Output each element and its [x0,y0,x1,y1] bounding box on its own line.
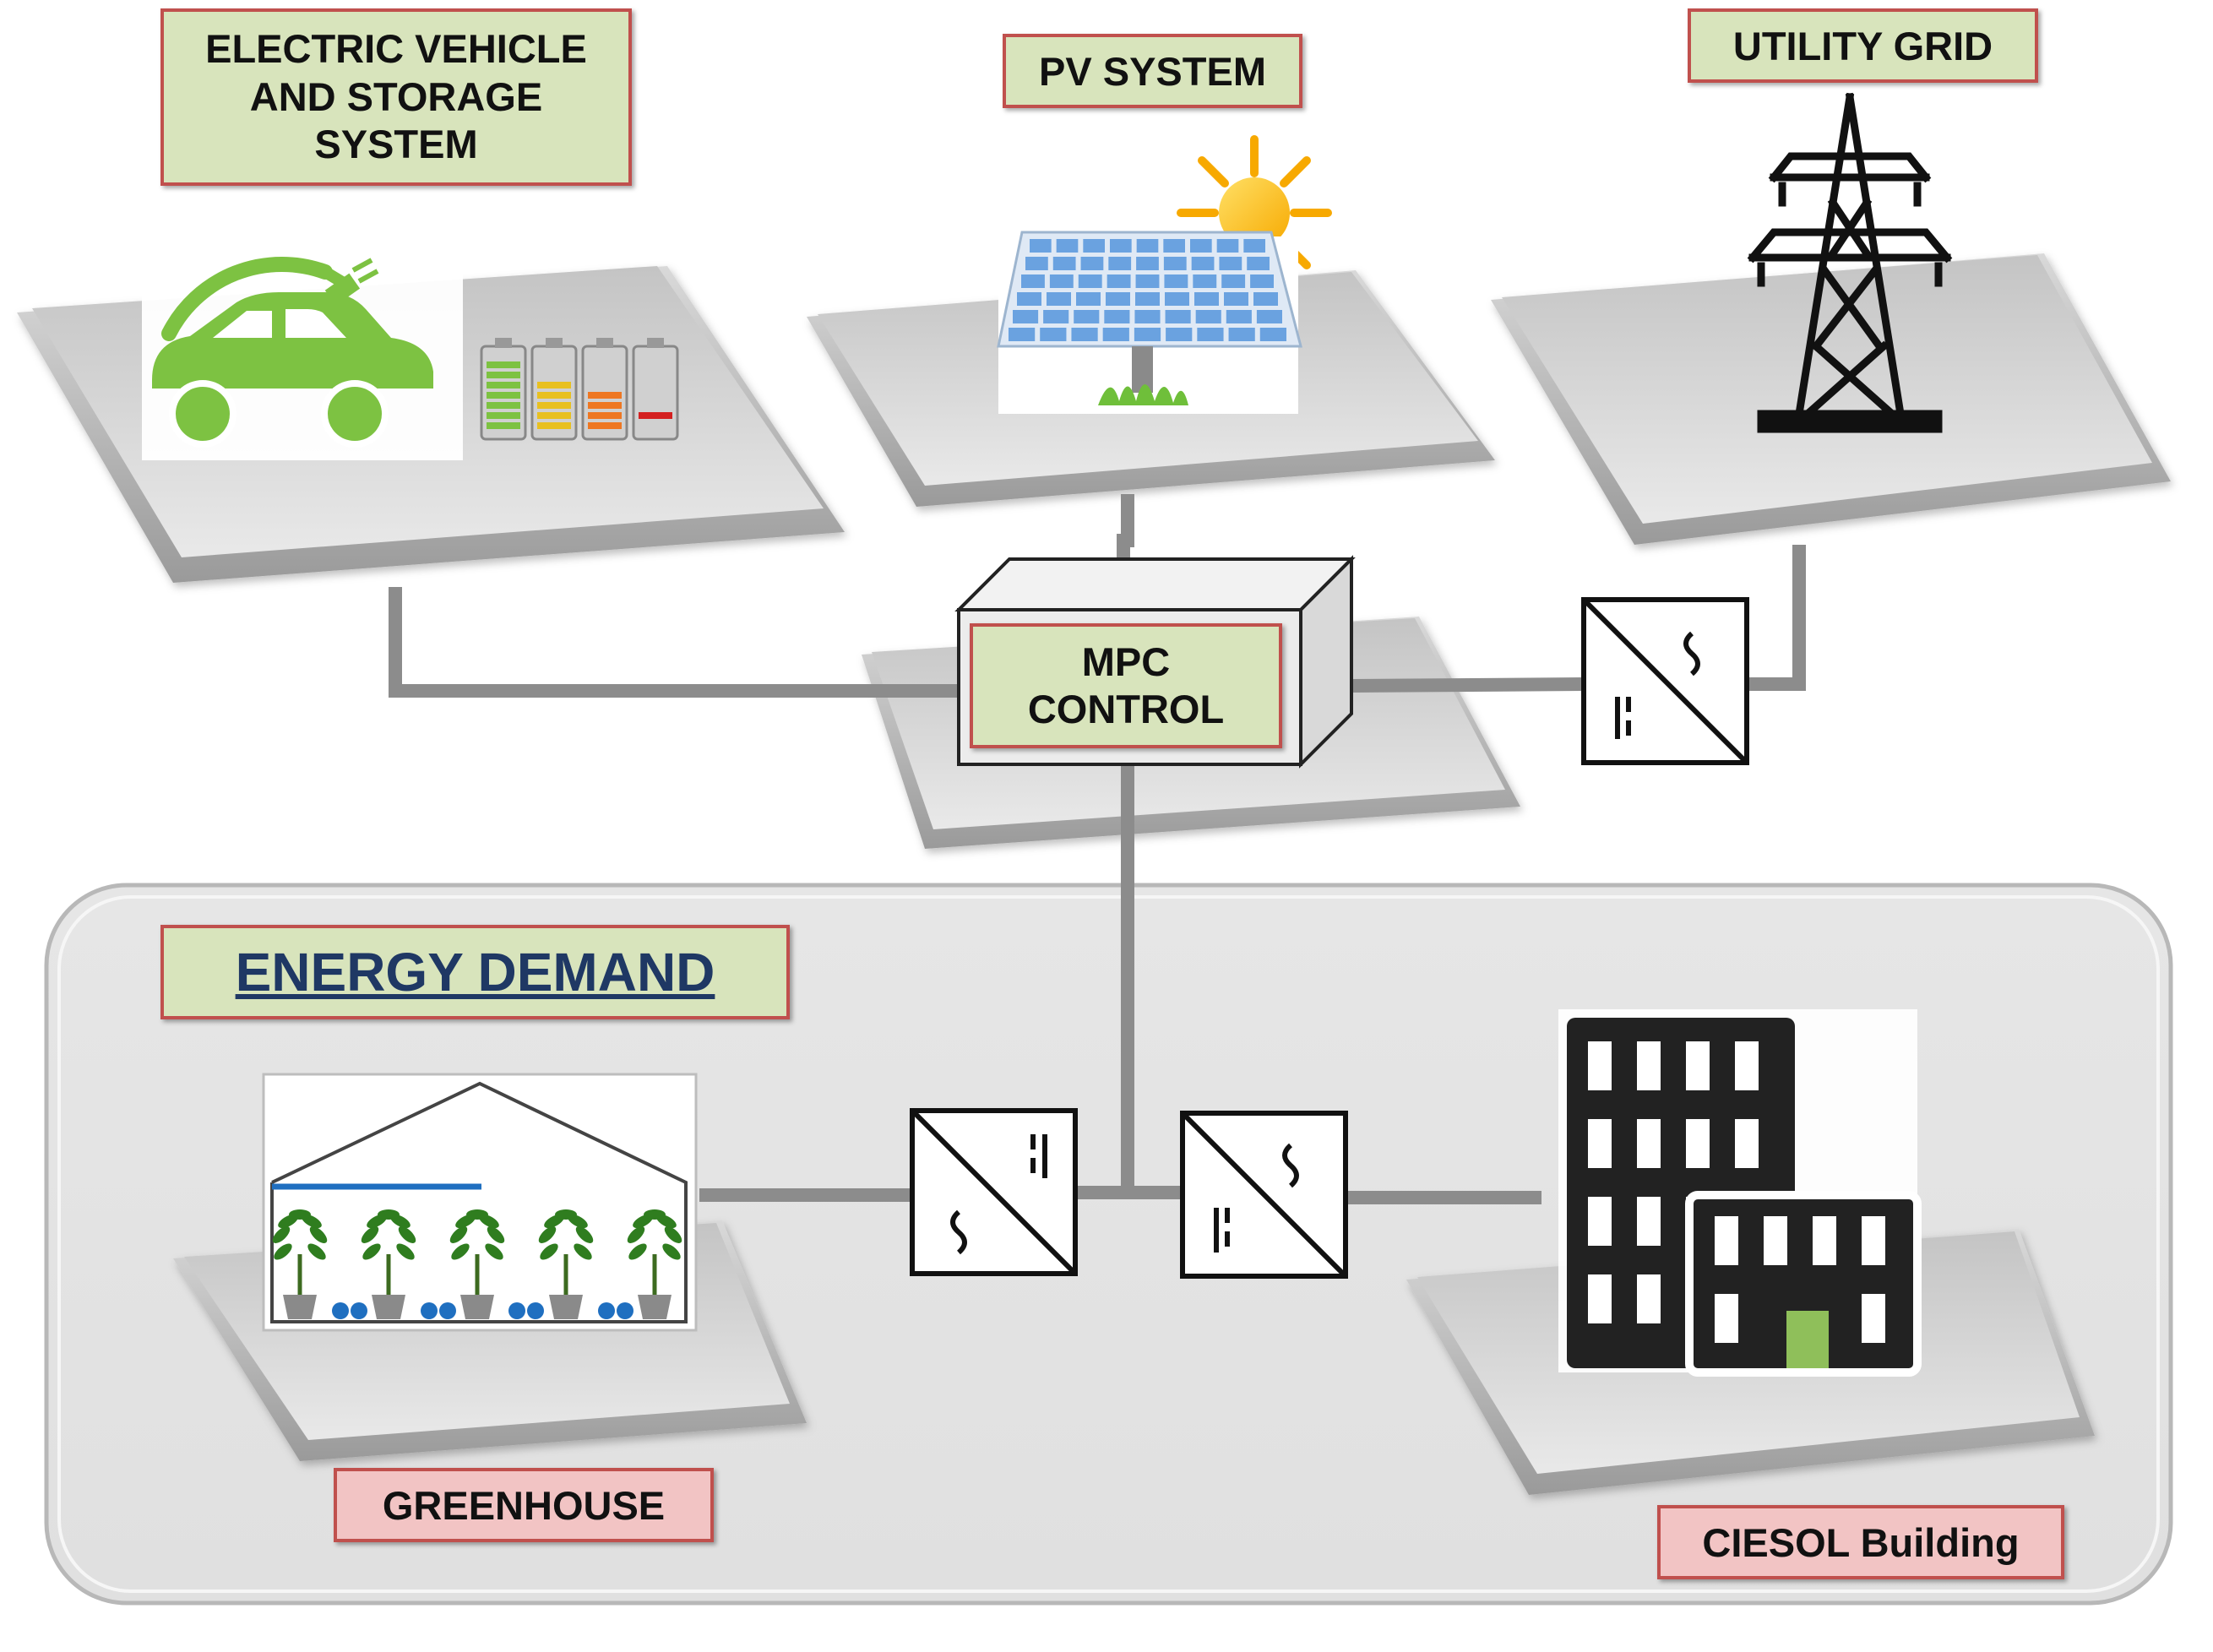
greenhouse-icon [262,1073,698,1332]
solar-panel-icon [997,231,1302,414]
converter-icon [1581,597,1749,765]
ev-car-icon [142,232,463,460]
label-mpc-line2: CONTROL [1027,687,1225,731]
power-tower-icon [1747,92,1953,433]
building-icon [1558,1009,1922,1377]
label-mpc-line1: MPC [1081,639,1171,684]
label-utility-grid: UTILITY GRID [1688,8,2038,83]
label-greenhouse: GREENHOUSE [334,1468,714,1542]
connector-converter-grid [1747,545,1806,691]
label-energy-demand-text: ENERGY DEMAND [235,942,715,1003]
battery-icon [480,338,527,441]
label-ev-storage: ELECTRIC VEHICLE AND STORAGE SYSTEM [160,8,632,186]
label-ciesol-building-text: CIESOL Building [1702,1519,2020,1565]
label-ev-storage-line3: SYSTEM [314,122,478,167]
battery-icon [530,338,578,441]
label-greenhouse-text: GREENHOUSE [382,1482,666,1528]
label-ev-storage-line2: AND STORAGE [249,73,543,119]
label-pv-system-text: PV SYSTEM [1038,48,1266,94]
converter-icon [1180,1111,1348,1279]
connector-ev [389,587,959,698]
label-energy-demand: ENERGY DEMAND [160,925,790,1019]
label-ciesol-building: CIESOL Building [1657,1505,2064,1579]
platform-grid [1491,253,2171,545]
connector-mpc-converter [1351,677,1585,693]
battery-icon [581,338,628,441]
label-mpc-control: MPC CONTROL [970,623,1282,748]
label-utility-grid-text: UTILITY GRID [1732,23,1993,68]
battery-icon [632,338,679,441]
converter-icon [910,1108,1078,1276]
label-ev-storage-line1: ELECTRIC VEHICLE [205,26,587,72]
label-pv-system: PV SYSTEM [1003,34,1302,108]
